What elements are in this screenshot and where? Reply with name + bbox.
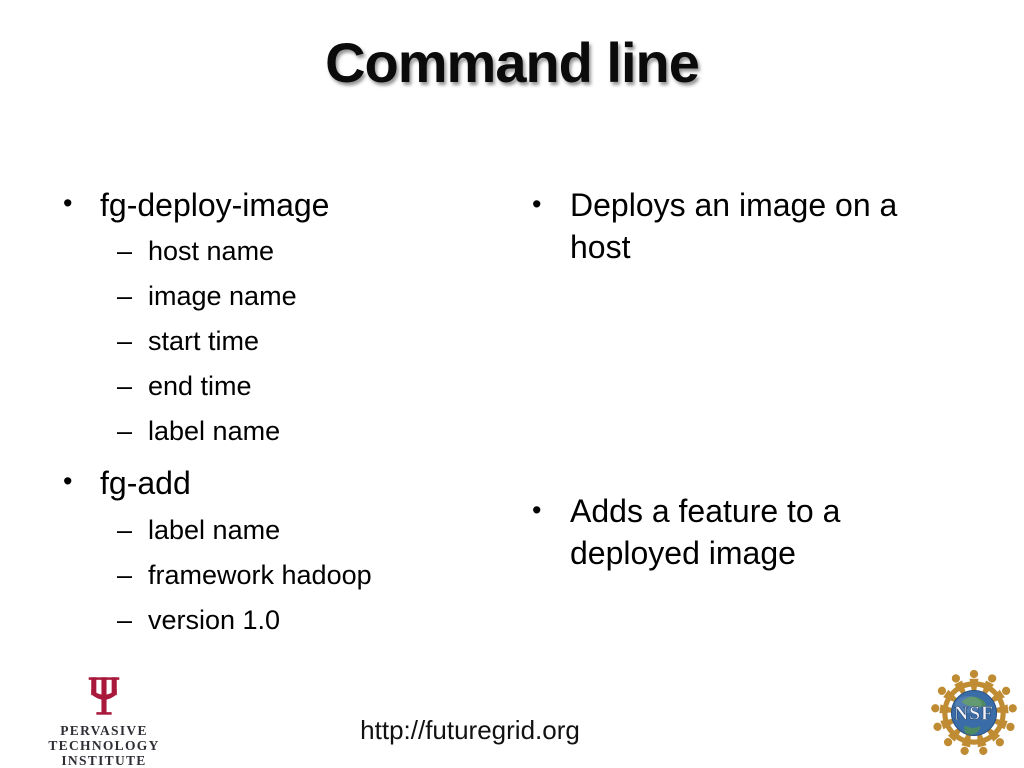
right-bullet-label: Deploys an image on a host	[570, 187, 898, 265]
dash-glyph: –	[117, 605, 133, 635]
bullet-glyph: •	[532, 189, 542, 219]
list-subitem: – image name	[60, 274, 510, 319]
right-bullet-item: • Deploys an image on a host	[530, 184, 936, 268]
bullet-glyph: •	[532, 495, 542, 525]
iu-trident-icon	[88, 677, 120, 715]
bullet-glyph: •	[63, 188, 73, 218]
dash-glyph: –	[117, 281, 133, 311]
list-subitem: – start time	[60, 319, 510, 364]
list-subitem-label: start time	[148, 326, 260, 356]
right-bullet-item: • Adds a feature to a deployed image	[530, 490, 936, 574]
list-item-label: fg-deploy-image	[100, 187, 330, 223]
list-subitem-label: label name	[148, 416, 281, 446]
list-subitem-label: version 1.0	[148, 605, 281, 635]
list-item: • fg-add	[60, 458, 510, 508]
list-subitem: – label name	[60, 409, 510, 454]
dash-glyph: –	[117, 416, 133, 446]
list-subitem-label: host name	[148, 236, 275, 266]
left-bullet-list: • fg-deploy-image – host name – image na…	[60, 181, 510, 643]
bullet-glyph: •	[63, 466, 73, 496]
list-item-label: fg-add	[100, 465, 191, 501]
list-subitem: – framework hadoop	[60, 553, 510, 598]
list-subitem-label: framework hadoop	[148, 560, 372, 590]
pti-logo-line2: INSTITUTE	[61, 753, 147, 768]
dash-glyph: –	[117, 371, 133, 401]
list-subitem-label: end time	[148, 371, 252, 401]
nsf-emblem-icon: NSF	[930, 669, 1018, 756]
dash-glyph: –	[117, 326, 133, 356]
right-bullet-label: Adds a feature to a deployed image	[570, 493, 841, 571]
list-subitem: – version 1.0	[60, 598, 510, 643]
nsf-logo: NSF	[927, 661, 1021, 765]
footer-url: http://futuregrid.org	[360, 715, 580, 745]
list-subitem-label: label name	[148, 515, 281, 545]
dash-glyph: –	[117, 236, 133, 266]
slide-title: Command line	[325, 31, 700, 94]
list-subitem: – host name	[60, 229, 510, 274]
pti-logo-line1: PERVASIVE TECHNOLOGY	[48, 723, 160, 753]
list-subitem: – end time	[60, 364, 510, 409]
pervasive-technology-institute-logo: PERVASIVE TECHNOLOGY INSTITUTE	[8, 674, 200, 768]
nsf-label: NSF	[954, 703, 994, 725]
dash-glyph: –	[117, 560, 133, 590]
dash-glyph: –	[117, 515, 133, 545]
list-subitem: – label name	[60, 508, 510, 553]
list-subitem-label: image name	[148, 281, 297, 311]
list-item: • fg-deploy-image	[60, 181, 510, 229]
